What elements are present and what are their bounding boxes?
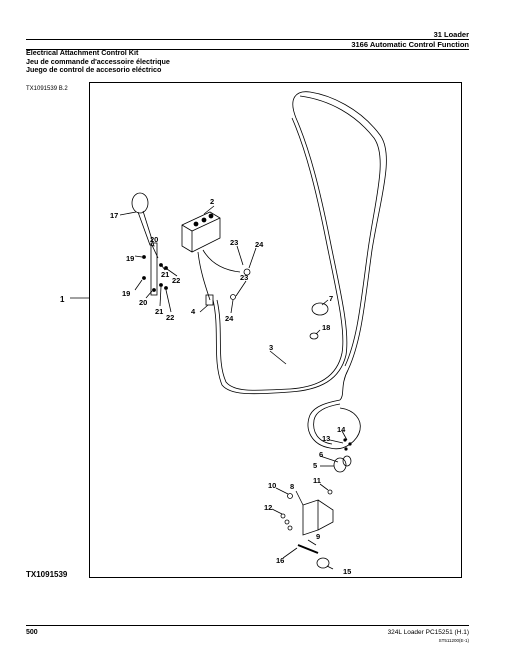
callout-10: 10: [268, 481, 276, 490]
harness-lower-loop: [307, 399, 361, 450]
callout-4: 4: [191, 307, 196, 316]
callout-6: 6: [319, 450, 323, 459]
page-title: Electrical Attachment Control Kit Jeu de…: [26, 48, 170, 75]
page-number: 500: [26, 629, 38, 636]
callout-21-upper: 21: [161, 270, 169, 279]
callout-21-lower: 21: [155, 307, 163, 316]
callout-24-lower: 24: [225, 314, 234, 323]
harness-loop-outer: [299, 95, 381, 367]
callout-24-upper: 24: [255, 240, 264, 249]
footer-rule: [26, 625, 469, 626]
callout-20-upper: 20: [150, 235, 158, 244]
callout-1: 1: [60, 295, 65, 304]
callout-3: 3: [269, 343, 273, 352]
callout-5: 5: [313, 461, 317, 470]
callout-11: 11: [313, 476, 321, 485]
callout-15: 15: [343, 567, 351, 576]
callout-20-lower: 20: [139, 298, 147, 307]
tie-18: [309, 332, 319, 340]
lever-knob: [131, 192, 149, 214]
subsection-heading: 3166 Automatic Control Function: [351, 40, 469, 49]
knob-15: [316, 557, 330, 569]
control-box: [181, 211, 221, 253]
callout-22-lower: 22: [166, 313, 174, 322]
callout-19-upper: 19: [126, 254, 134, 263]
callout-9: 9: [316, 532, 320, 541]
callout-17: 17: [110, 211, 118, 220]
callout-7: 7: [329, 294, 333, 303]
clip-7: [311, 302, 329, 316]
callout-23-lower: 23: [240, 273, 248, 282]
document-id: TX1091539 B.2: [26, 86, 68, 92]
bracket-8: [302, 499, 319, 536]
figure-frame: [89, 82, 462, 578]
header-rule-2: [26, 49, 469, 50]
callout-2: 2: [210, 197, 214, 206]
callout-14: 14: [337, 425, 346, 434]
harness-lower-loop-2: [313, 403, 341, 445]
harness-loop: [212, 91, 387, 401]
callout-8: 8: [290, 482, 294, 491]
callout-18: 18: [322, 323, 330, 332]
footer-publication: 324L Loader PC15251 (H.1): [387, 629, 469, 636]
callout-19-lower: 19: [122, 289, 130, 298]
callout-12: 12: [264, 503, 272, 512]
section-heading: 31 Loader: [433, 30, 469, 39]
connector-4: [205, 294, 214, 306]
title-english: Electrical Attachment Control Kit: [26, 48, 139, 57]
figure-id: TX1091539: [26, 570, 68, 579]
footer-code: ST511200(E-1): [438, 638, 469, 643]
callout-13: 13: [322, 434, 330, 443]
callout-16: 16: [276, 556, 284, 565]
harness-loop-inner: [216, 117, 344, 391]
lever-bracket: [150, 242, 158, 296]
title-spanish: Juego de control de accesorio eléctrico: [26, 65, 162, 75]
callout-23-upper: 23: [230, 238, 238, 247]
title-french: Jeu de commande d'accessoire électrique: [26, 56, 170, 66]
connector-5: [333, 457, 347, 473]
header-rule: [26, 39, 469, 40]
callout-22-upper: 22: [172, 276, 180, 285]
